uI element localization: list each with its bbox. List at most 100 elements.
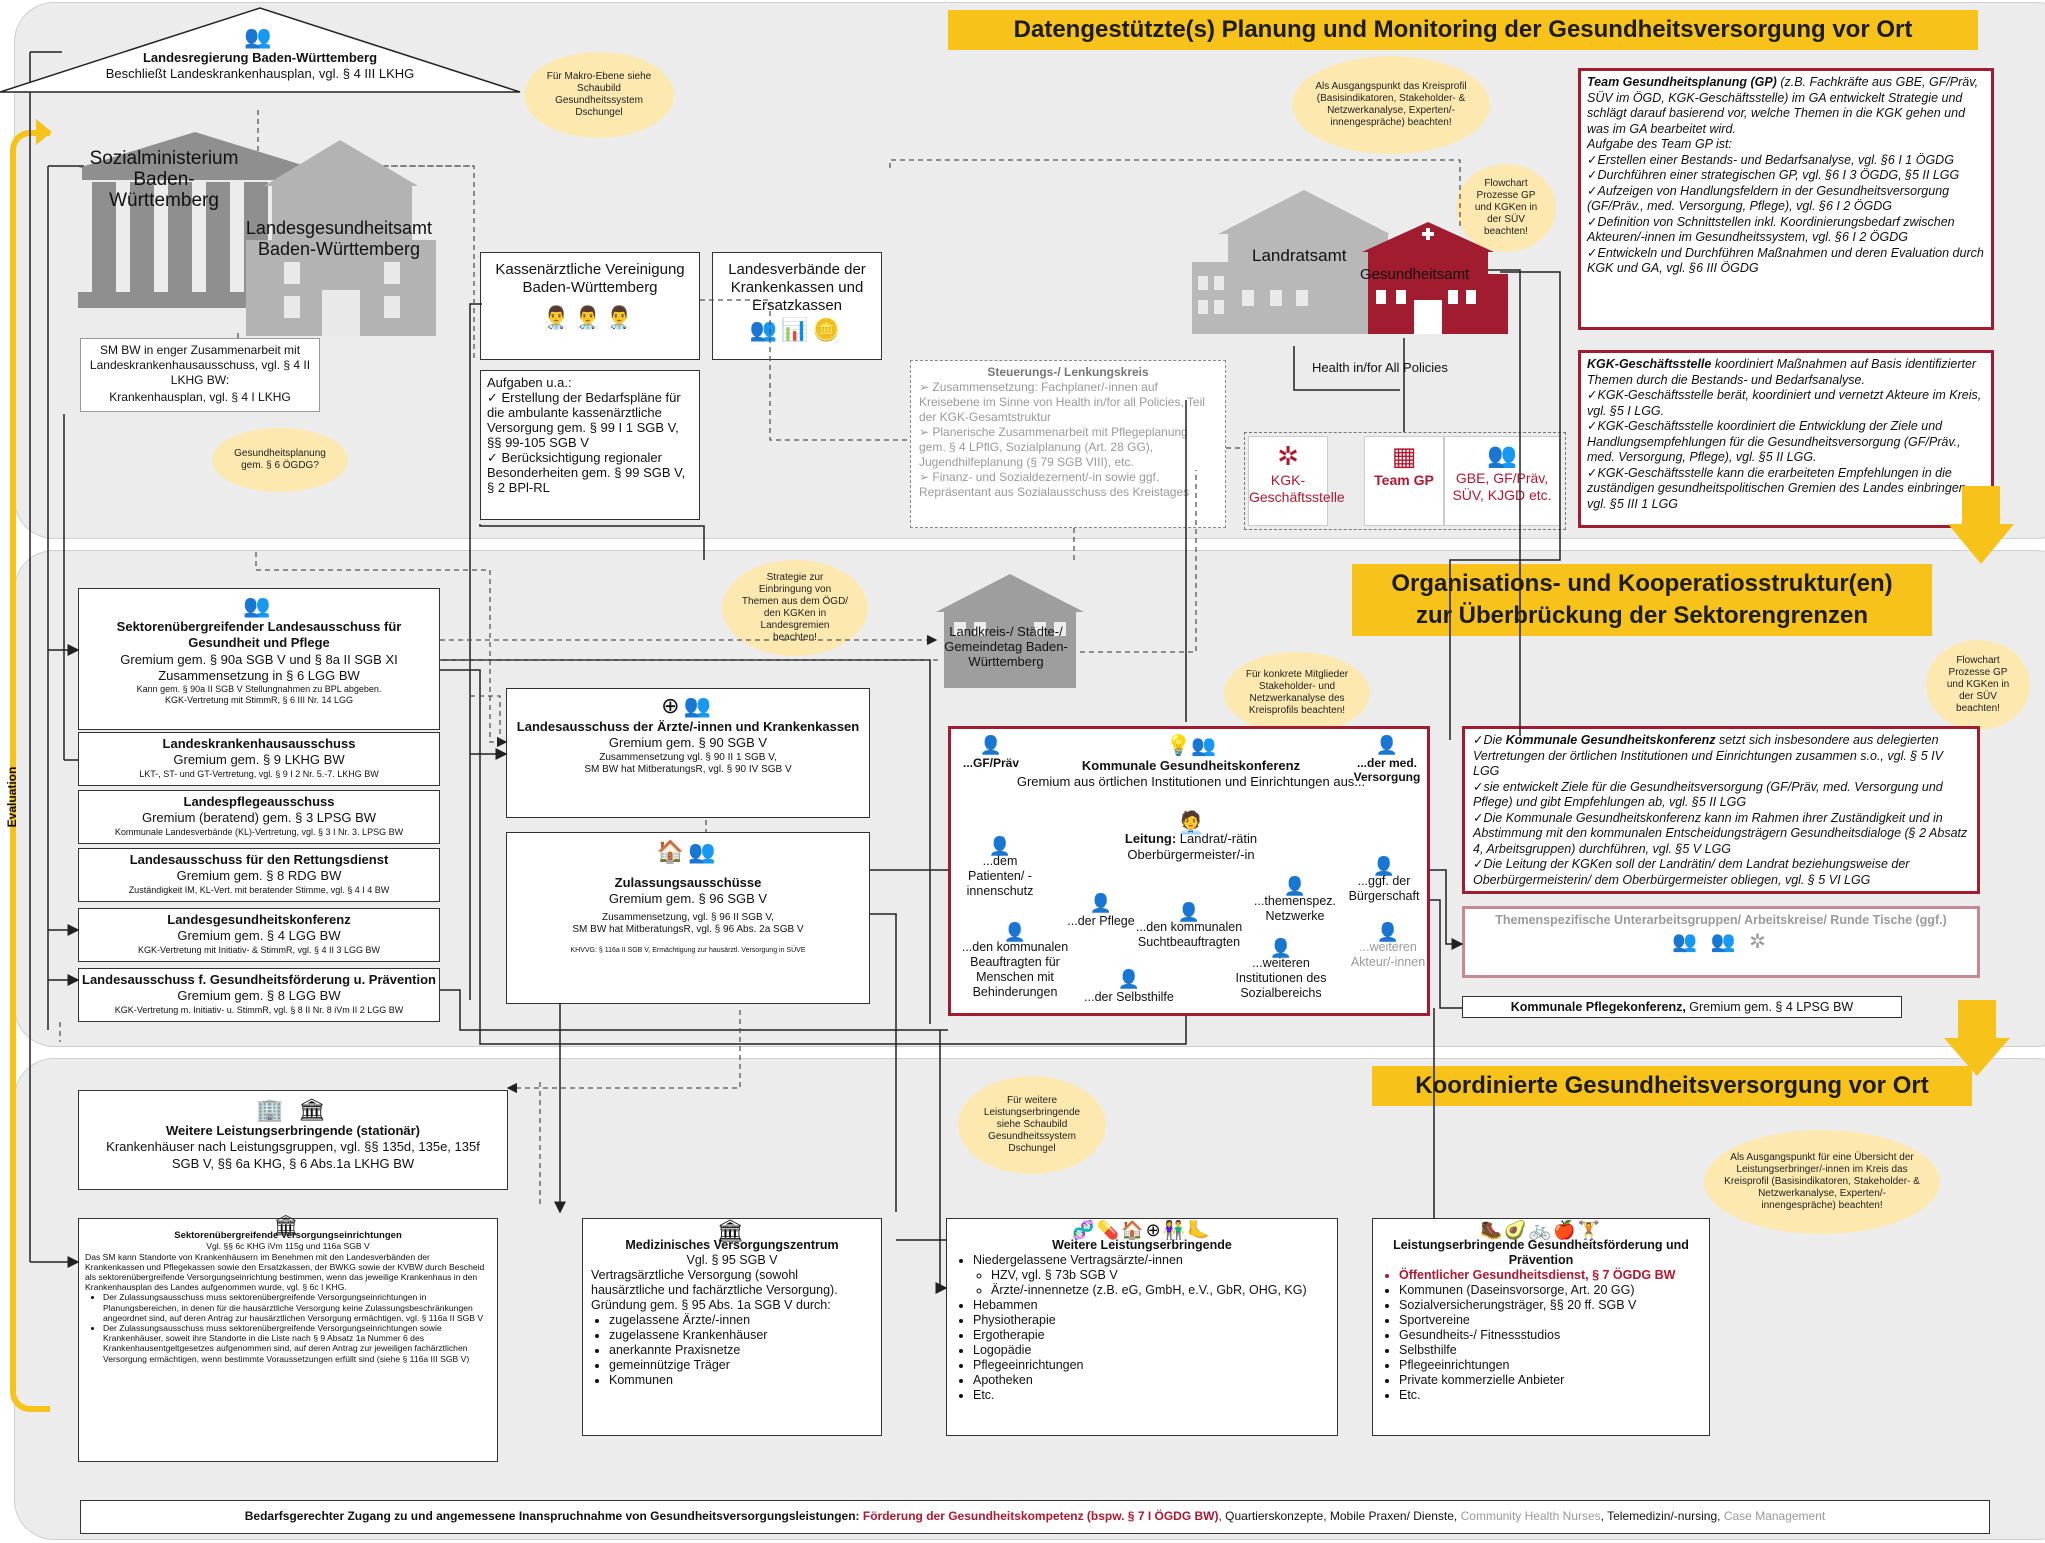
network-icon: ✲	[1277, 441, 1299, 471]
landratsamt-label: Landratsamt	[1252, 246, 1347, 265]
team-gp-item-0: ✓Erstellen einer Bestands- und Bedarfsan…	[1587, 152, 1954, 167]
weitere-item2-4: Pflegeeinrichtungen	[973, 1358, 1329, 1373]
ausschuss-1: Landeskrankenhausausschuss Gremium gem. …	[78, 732, 440, 786]
ausschuss-1-line-0: Gremium gem. § 9 LKHG BW	[173, 752, 345, 768]
kgk-medvers: 👤...der med. Versorgung	[1347, 735, 1427, 784]
ausschuss-4-line-0: Gremium gem. § 4 LGG BW	[177, 928, 341, 944]
kgk-themenspez: 👤...themenspez. Netzwerke	[1243, 876, 1347, 924]
hospital-icon: 🏛	[273, 1215, 303, 1237]
gbe-label: GBE, GF/Präv, SÜV, KJGD etc.	[1452, 470, 1552, 503]
kgk-title-wrap: 💡👥 Kommunale Gesundheitskonferenz Gremiu…	[991, 733, 1391, 791]
ausschuss-1-small-0: LKT-, ST- und GT-Vertretung, vgl. § 9 I …	[139, 768, 379, 779]
suev-bullet-0: Der Zulassungsausschuss muss sektorenübe…	[103, 1292, 491, 1323]
medical-team-icon: ⊕👥	[661, 693, 715, 718]
person-icon: 👤	[1269, 938, 1293, 958]
team-gp-intro: Team Gesundheitsplanung (GP) (z.B. Fachk…	[1587, 75, 1979, 136]
weitere-sub-1: Ärzte/-innennetze (z.B. eG, GmbH, e.V., …	[991, 1283, 1329, 1298]
zulassung-tiny: KHVVG: § 116a II SGB V, Ermächtigung zur…	[570, 946, 806, 954]
weitere-item-0: Niedergelassene Vertragsärzte/-innen HZV…	[973, 1253, 1329, 1298]
steuerung-item-0: ➢ Zusammensetzung: Fachplaner/-innen auf…	[919, 380, 1205, 424]
kv-title: Kassenärztliche Vereinigung Baden-Württe…	[495, 261, 685, 296]
person-icon: 👤	[988, 836, 1012, 856]
ausschuss-2-small-0: Kommunale Landesverbände (KL)-Vertretung…	[114, 826, 404, 837]
landesgesundheitsamt-label: Landesgesundheitsamt Baden-Württemberg	[245, 218, 433, 259]
mvz-title: Medizinisches Versorgungszentrum	[625, 1238, 839, 1252]
person-icon: 👤	[1003, 922, 1027, 942]
cloud-konkrete: Für konkrete Mitglieder Stakeholder- und…	[1224, 652, 1370, 734]
ausschuss-2: Landespflegeausschuss Gremium (beratend)…	[78, 790, 440, 844]
teamgp-box: ▦ Team GP	[1364, 436, 1444, 526]
stationaer-title: Weitere Leistungserbringende (stationär)	[165, 1123, 421, 1138]
gesundheitsamt-label: Gesundheitsamt	[1360, 266, 1470, 283]
ausschuss-3-title: Landesausschuss für den Rettungsdienst	[129, 852, 389, 867]
steuerung-box: Steuerungs-/ Lenkungskreis ➢ Zusammenset…	[910, 360, 1226, 528]
suev-para: Das SM kann Standorte von Krankenhäusern…	[85, 1251, 485, 1293]
gbe-box: 👥 GBE, GF/Präv, SÜV, KJGD etc.	[1444, 436, 1560, 526]
kv-aufgabe-0: ✓ Erstellung der Bedarfspläne für die am…	[487, 390, 681, 450]
health-services-icons: 🧬💊🏠⊕👫🦶	[1072, 1220, 1212, 1240]
cloud-flowchart-1: Flowchart Prozesse GP und KGKen in der S…	[1456, 164, 1556, 252]
kgk-sozial: 👤...weiteren Institutionen des Sozialber…	[1219, 938, 1343, 1001]
landesverbaende-title: Landesverbände der Krankenkassen und Ers…	[728, 261, 866, 314]
ausschuss-1-title: Landeskrankenhausausschuss	[162, 736, 356, 751]
team-gp-box: Team Gesundheitsplanung (GP) (z.B. Fachk…	[1578, 68, 1994, 330]
kgk-subtitle: Gremium aus örtlichen Institutionen und …	[1016, 774, 1366, 790]
mvz-text: Vertragsärztliche Versorgung (sowohl hau…	[591, 1268, 838, 1312]
kgk-gs-intro: KGK-Geschäftsstelle koordiniert Maßnahme…	[1587, 357, 1977, 387]
landesregierung-title: Landesregierung Baden-Württemberg	[142, 50, 378, 65]
evaluation-arrow-icon	[36, 119, 52, 145]
praevention-item-1: Sozialversicherungsträger, §§ 20 ff. SGB…	[1399, 1298, 1701, 1313]
team-icon: 👥	[1487, 442, 1517, 469]
zulassung-small-0: Zusammensetzung, vgl. § 96 II SGB V,	[602, 911, 774, 923]
footer-box: Bedarfsgerechter Zugang zu und angemesse…	[80, 1500, 1990, 1534]
weitere-item2-0: Hebammen	[973, 1298, 1329, 1313]
kgk-leitung: 🧑‍💼 Leitung: Landrat/-rätin Oberbürgerme…	[1091, 812, 1291, 863]
zulassung-line: Gremium gem. § 96 SGB V	[608, 891, 768, 907]
laek-title: Landesausschuss der Ärzte/-innen und Kra…	[516, 719, 860, 734]
evaluation-label: Evaluation	[5, 766, 19, 828]
hospital-icon: 🏛	[716, 1218, 748, 1243]
mvz-box: 🏛 Medizinisches Versorgungszentrum Vgl. …	[582, 1218, 882, 1436]
laek-small-0: Zusammensetzung vgl. § 90 II 1 SGB V,	[599, 751, 777, 763]
ausschuss-0-small-1: KGK-Vertretung mit StimmR, § 6 III Nr. 1…	[164, 694, 354, 705]
workgroup-icons: 👥 👥 ✲	[1672, 931, 1770, 953]
praevention-red-item: Öffentlicher Gesundheitsdienst, § 7 ÖGDG…	[1399, 1268, 1701, 1283]
ausschuss-5-title: Landesausschuss f. Gesundheitsförderung …	[82, 972, 436, 987]
team-gp-item-1: ✓Durchführen einer strategischen GP, vgl…	[1587, 168, 1960, 182]
ausschuss-0-line-1: Zusammensetzung in § 6 LGG BW	[158, 667, 360, 683]
ausschuss-3-small-0: Zuständigkeit IM, KL-Vert. mit beratende…	[128, 884, 390, 895]
kv-aufgaben-title: Aufgaben u.a.:	[487, 375, 572, 390]
person-icon: 👤	[1283, 876, 1307, 896]
weitere-sub-0: HZV, vgl. § 73b SGB V	[991, 1268, 1329, 1283]
kgk-geschaeftsstelle-box: ✲ KGK-Geschäftsstelle	[1248, 436, 1345, 526]
mvz-sub: Vgl. § 95 SGB V	[686, 1253, 778, 1267]
landkreistag-label: Landkreis-/ Städte-/ Gemeindetag Baden-W…	[944, 624, 1068, 669]
mvz-item-0: zugelassene Ärzte/-innen	[609, 1313, 873, 1328]
praevention-box: 🥾🥑🚲🍎🏋 Leistungserbringende Gesundheitsfö…	[1372, 1218, 1710, 1436]
teamgp-label: Team GP	[1374, 472, 1434, 488]
steuerung-item-1: ➢ Planerische Zusammenarbeit mit Pflegep…	[919, 425, 1188, 469]
laek-small-1: SM BW hat MitberatungsR, vgl. § 90 IV SG…	[584, 764, 792, 775]
kv-aufgaben-box: Aufgaben u.a.: ✓ Erstellung der Bedarfsp…	[480, 370, 700, 520]
cloud-weitere: Für weitere Leistungserbringende siehe S…	[958, 1076, 1106, 1174]
cloud-ausgangspunkt: Als Ausgangspunkt das Kreisprofil (Basis…	[1292, 56, 1490, 154]
sozialministerium-label: Sozialministerium Baden-Württemberg	[89, 148, 239, 211]
house-team-icon: 🏠👥	[656, 839, 720, 864]
kgk-geschaeftsstelle-label: KGK-Geschäftsstelle	[1249, 472, 1345, 505]
zulassung-box: 🏠👥 Zulassungsausschüsse Gremium gem. § 9…	[506, 832, 870, 1004]
idea-team-icon: 💡👥	[1166, 735, 1216, 757]
kgk-title: Kommunale Gesundheitskonferenz	[1081, 758, 1301, 773]
kgk-box: 👤...GF/Präv 👤...der med. Versorgung 💡👥 K…	[948, 726, 1430, 1016]
hospital-icon: 🏢 🏛	[256, 1097, 330, 1122]
sm-box-line1: SM BW in enger Zusammenarbeit mit Landes…	[89, 343, 311, 387]
kgk-gs-item-0: ✓KGK-Geschäftsstelle berät, koordiniert …	[1587, 388, 1982, 418]
landesregierung: 👥 Landesregierung Baden-Württemberg Besc…	[60, 24, 460, 83]
banner-organisation: Organisations- und Kooperatiosstruktur(e…	[1352, 564, 1932, 636]
kgk-gs-item-1: ✓KGK-Geschäftsstelle koordiniert die Ent…	[1587, 419, 1961, 464]
ausschuss-0-line-0: Gremium gem. § 90a SGB V und § 8a II SGB…	[120, 651, 398, 667]
kgk-right-box: ✓Die Kommunale Gesundheitskonferenz setz…	[1462, 726, 1980, 894]
landesverbaende-box: Landesverbände der Krankenkassen und Ers…	[712, 252, 882, 360]
activity-icons: 🥾🥑🚲🍎🏋	[1479, 1220, 1603, 1240]
kgk-right-item-2: ✓Die Kommunale Gesundheitskonferenz kann…	[1473, 810, 1968, 856]
mvz-item-3: gemeinnützige Träger	[609, 1358, 873, 1373]
